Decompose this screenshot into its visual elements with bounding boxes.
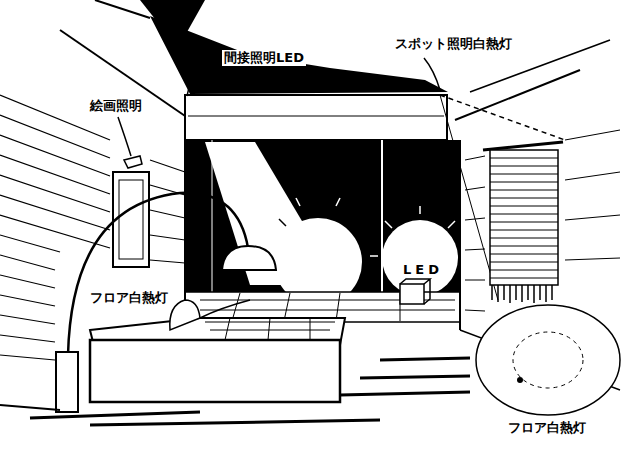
- callout-label: 間接照明LED: [222, 50, 306, 66]
- callout-label: フロア白熱灯: [506, 420, 588, 436]
- callout-label: LED: [401, 262, 445, 278]
- callout-label: 絵画照明: [88, 98, 144, 114]
- callout-label: フロア白熱灯: [88, 290, 170, 306]
- callout-label: スポット照明白熱灯: [393, 36, 514, 52]
